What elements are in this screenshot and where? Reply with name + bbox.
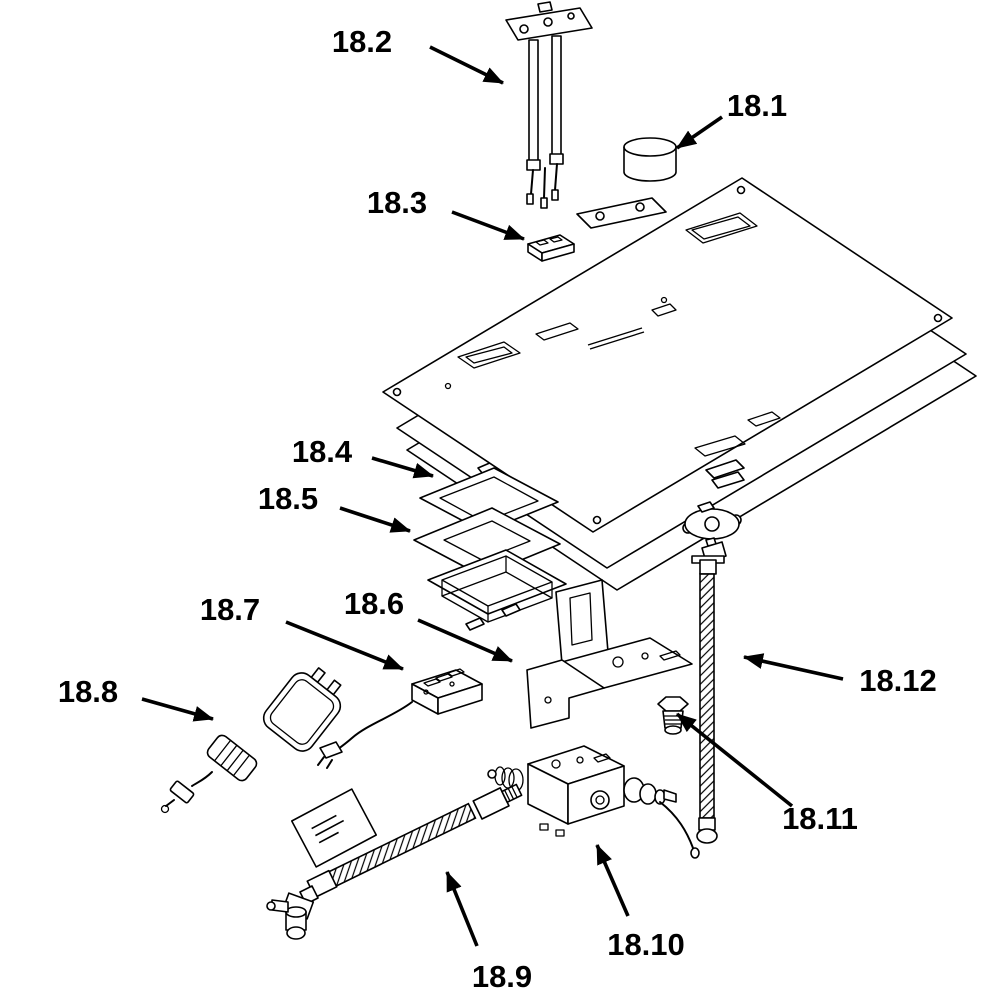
arrow-18-2 [429, 45, 504, 85]
callout-18-11: 18.11 [782, 801, 858, 836]
callout-18-2: 18.2 [332, 24, 392, 59]
part-18-9-braided-hose [266, 783, 523, 940]
callout-18-5: 18.5 [258, 481, 318, 516]
part-18-5-gasket-sheet [413, 507, 561, 577]
arrow-18-1 [675, 115, 724, 150]
part-18-10-gas-valve [487, 745, 700, 859]
callout-18-9: 18.9 [472, 959, 532, 994]
part-18-1-clamp-ring [576, 137, 677, 229]
part-18-6-mounting-bracket [526, 579, 693, 729]
callout-18-10: 18.10 [607, 927, 685, 962]
part-18-11-fitting [657, 696, 689, 735]
part-18-8-power-adapter [160, 667, 342, 814]
callout-18-12: 18.12 [859, 663, 937, 698]
part-18-7-spark-module [317, 668, 483, 769]
arrow-18-8 [141, 697, 214, 722]
arrow-18-9 [445, 871, 479, 947]
arrow-18-5 [339, 506, 411, 533]
arrow-18-7 [285, 620, 404, 671]
arrow-18-6 [417, 618, 513, 663]
arrow-18-10 [595, 844, 630, 917]
arrow-18-12 [743, 653, 844, 681]
arrow-18-3 [451, 210, 525, 241]
cooktop-main-panel [382, 177, 953, 533]
part-18-2-igniter-assembly [505, 1, 593, 209]
callout-18-3: 18.3 [367, 185, 427, 220]
callout-18-1: 18.1 [727, 88, 787, 123]
burner-box-tray [427, 549, 567, 631]
callout-18-6: 18.6 [344, 586, 404, 621]
callout-labels: 18.2 18.1 18.3 18.4 18.5 18.6 18.7 18.8 … [58, 24, 937, 994]
callout-18-4: 18.4 [292, 434, 353, 469]
callout-18-7: 18.7 [200, 592, 260, 627]
callout-arrows [141, 45, 844, 947]
arrow-18-4 [371, 456, 434, 479]
callout-18-8: 18.8 [58, 674, 118, 709]
part-18-12-flex-hose [682, 501, 742, 844]
part-18-3-terminal-block [527, 234, 575, 262]
arrow-18-11 [675, 712, 794, 808]
